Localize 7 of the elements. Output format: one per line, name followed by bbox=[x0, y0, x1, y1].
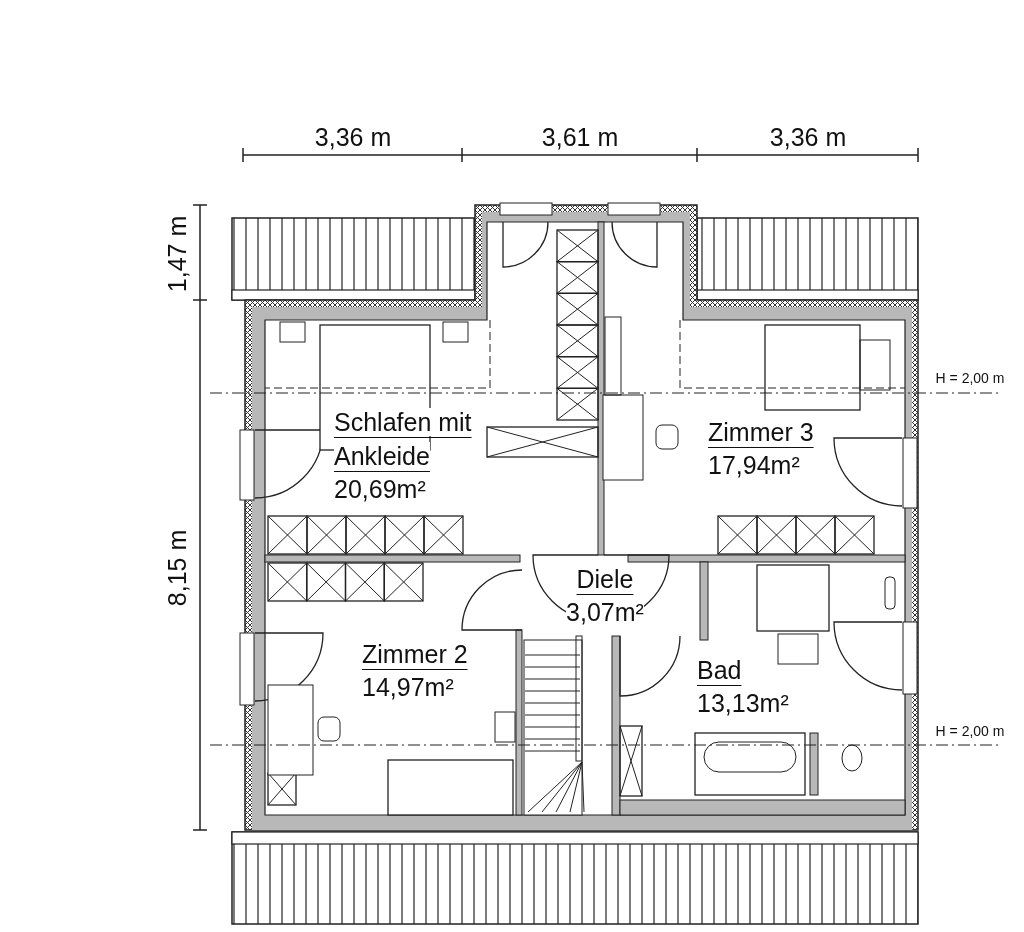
dimension-label: 1,47 m bbox=[162, 215, 192, 293]
ceiling-height-label: H = 2,00 m bbox=[935, 723, 1005, 739]
ceiling-height-label: H = 2,00 m bbox=[935, 370, 1005, 386]
dimension-label: 3,61 m bbox=[541, 122, 619, 152]
dimension-label: 3,36 m bbox=[314, 122, 392, 152]
dimension-label: 8,15 m bbox=[162, 529, 192, 607]
dimension-label: 3,36 m bbox=[769, 122, 847, 152]
